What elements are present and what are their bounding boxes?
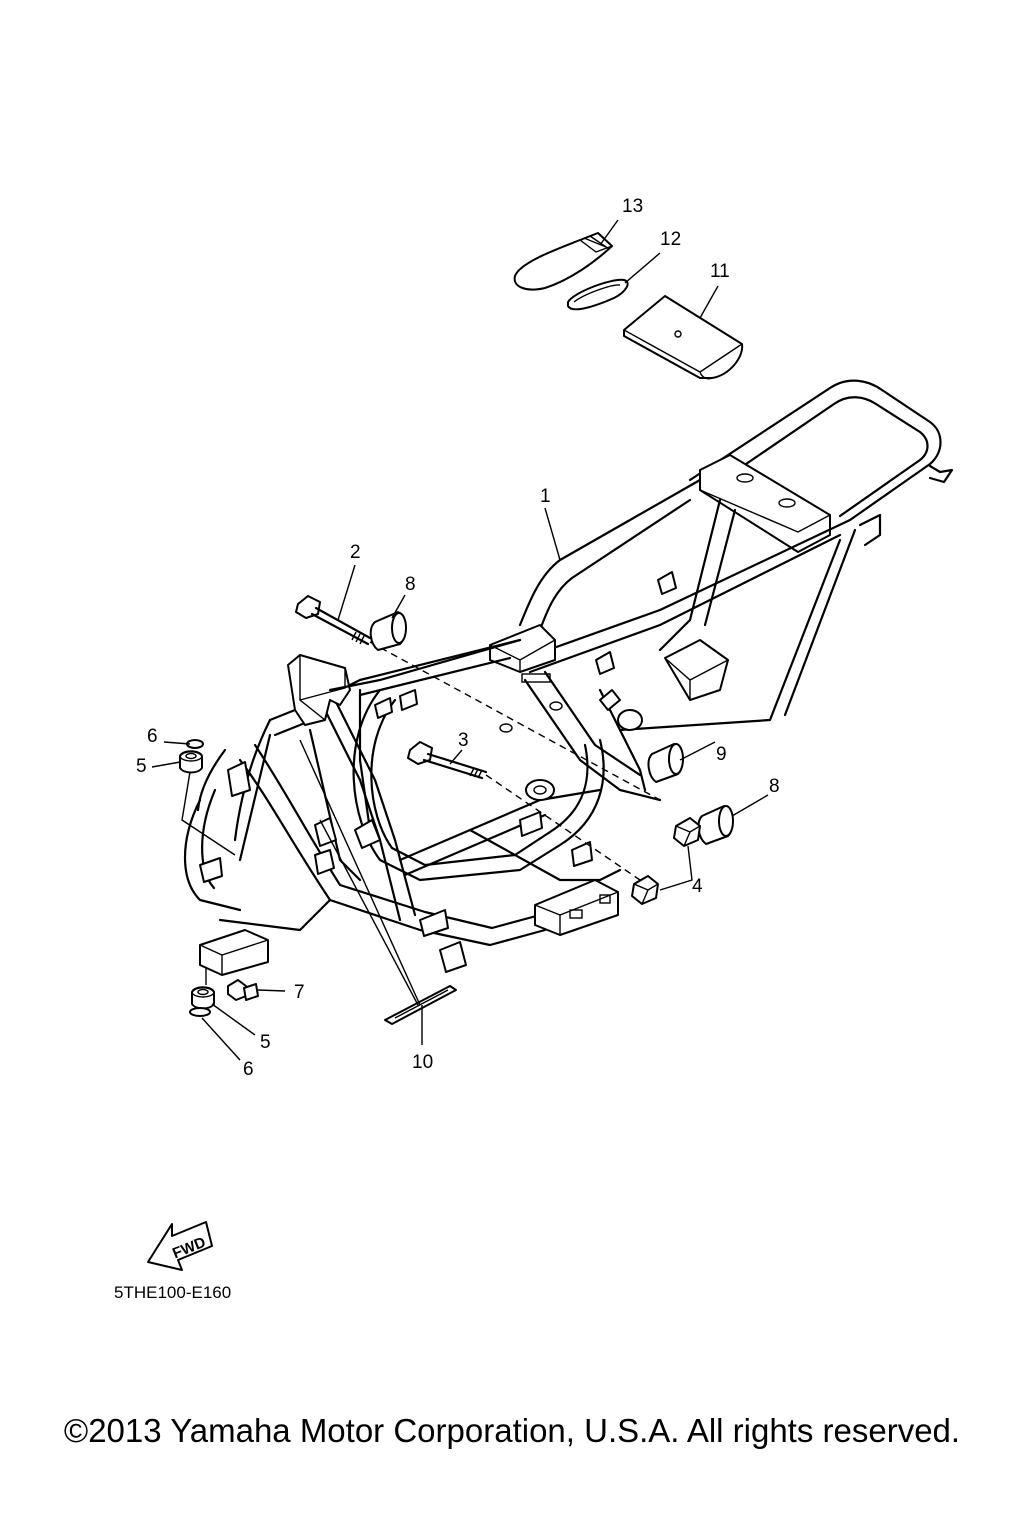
callout-9: 9 — [716, 744, 727, 765]
callout-6-upper: 6 — [147, 726, 158, 747]
part-10-plate — [384, 985, 457, 1025]
part-8-collar-lower — [697, 805, 734, 845]
part-5-grommet-upper — [179, 750, 203, 774]
callout-6-lower: 6 — [243, 1059, 254, 1080]
callout-8-lower: 8 — [769, 776, 780, 797]
copyright-notice: ©2013 Yamaha Motor Corporation, U.S.A. A… — [63, 1412, 961, 1449]
part-4-nut-lower — [631, 875, 659, 905]
part-12-band — [567, 278, 629, 311]
part-4-nut-upper — [673, 817, 701, 847]
part-3-engine-bolt — [407, 741, 488, 780]
callout-11: 11 — [710, 261, 730, 282]
callout-3: 3 — [458, 730, 469, 751]
callout-5-lower: 5 — [260, 1032, 271, 1053]
part-9-spacer — [647, 743, 684, 783]
callout-5-upper: 5 — [136, 756, 147, 777]
part-2-engine-bolt — [295, 595, 372, 646]
callout-13: 13 — [622, 196, 643, 217]
callout-1: 1 — [540, 486, 551, 507]
callout-10: 10 — [412, 1052, 433, 1073]
part-7-grease-nipple — [227, 979, 259, 1001]
part-1-frame — [184, 379, 954, 976]
part-8-collar-upper — [369, 611, 407, 651]
part-5-grommet-lower — [191, 986, 215, 1010]
callout-2: 2 — [350, 542, 361, 563]
callout-12: 12 — [660, 229, 681, 250]
callout-8-upper: 8 — [405, 574, 416, 595]
callout-4: 4 — [692, 876, 703, 897]
part-13-strap — [513, 232, 614, 291]
part-11-tool-bag — [623, 295, 744, 380]
part-6-o-ring-lower — [189, 1007, 211, 1017]
diagram-code: 5THE100-E160 — [114, 1283, 231, 1302]
callout-7: 7 — [294, 982, 305, 1003]
forward-arrow-icon: FWD — [147, 1221, 213, 1271]
